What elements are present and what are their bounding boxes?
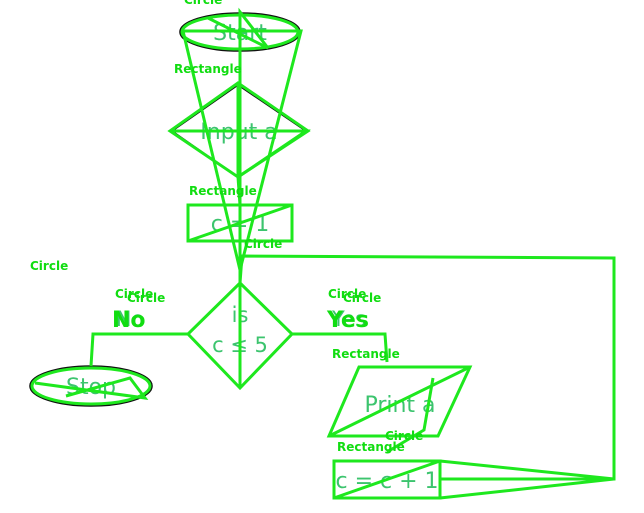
det-label-rectangle-print: Rectangle <box>332 347 400 361</box>
det-no-overlay: No <box>112 308 146 333</box>
print-overlay-lines <box>386 377 435 454</box>
stop-overlay-lines <box>34 376 149 400</box>
det-label-circle-top: Circle <box>184 0 222 7</box>
det-label-circle-no-b: Circle <box>127 291 165 305</box>
det-label-circle-yes-b: Circle <box>343 291 381 305</box>
print-parallelogram-overlay <box>326 365 473 438</box>
det-label-circle-no-a: Circle <box>115 287 153 301</box>
increment-overlay-diagonal <box>333 459 441 500</box>
det-label-circle-init: Circle <box>244 237 282 251</box>
det-label-circle-yes-a: Circle <box>328 287 366 301</box>
stop-ellipse-overlay <box>30 366 152 406</box>
print-overlay-diagonal <box>328 365 471 438</box>
input-to-init-line <box>236 176 242 206</box>
no-branch-label: No <box>116 307 145 331</box>
start-overlay-triangle <box>181 29 303 271</box>
start-overlay-lines <box>207 7 270 270</box>
detection-overlay <box>30 7 616 500</box>
detection-labels: Circle Rectangle Rectangle Circle Circle… <box>30 0 423 454</box>
init-overlay-diagonal <box>187 203 293 243</box>
det-label-rectangle-init: Rectangle <box>189 184 257 198</box>
det-label-rectangle-increment: Rectangle <box>337 440 405 454</box>
yes-branch-label: Yes <box>331 307 366 331</box>
yes-branch-line <box>292 332 389 363</box>
det-label-circle-print: Circle <box>385 429 423 443</box>
increment-label: c = c + 1 <box>335 469 438 494</box>
det-label-circle-left: Circle <box>30 259 68 273</box>
no-branch-line <box>89 332 188 367</box>
det-yes-overlay: Yes <box>326 308 369 333</box>
input-overlay-cross <box>172 129 311 179</box>
det-label-rectangle-input: Rectangle <box>174 62 242 76</box>
